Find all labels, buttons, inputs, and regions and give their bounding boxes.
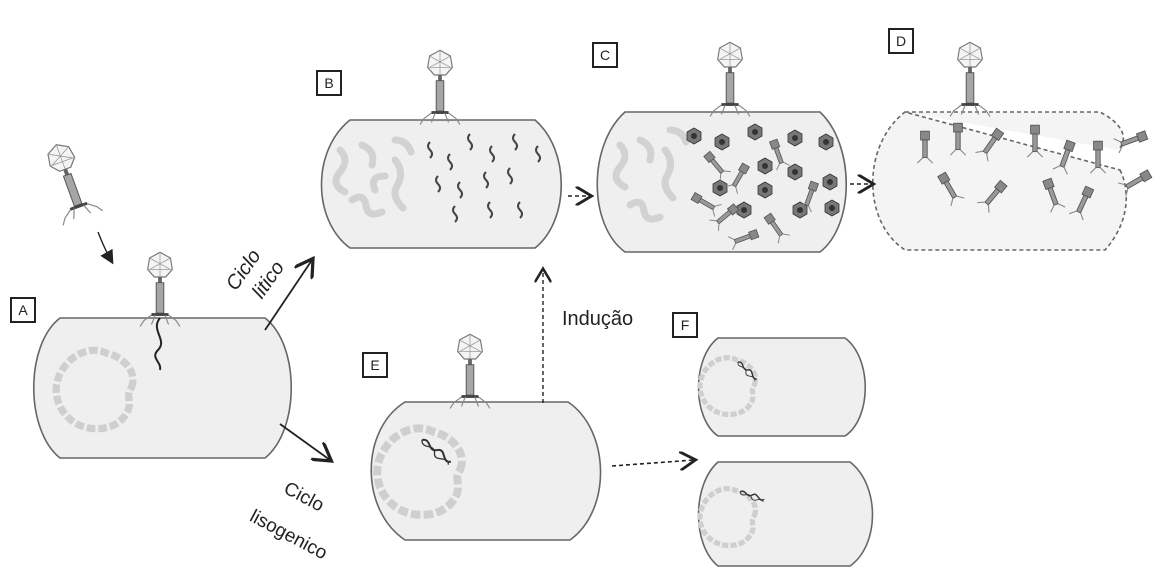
- phage-attached-d: [950, 42, 990, 116]
- cell-b: [322, 120, 562, 248]
- cell-a: [34, 318, 292, 458]
- arrow-e-to-f: [612, 460, 694, 466]
- cell-e: [371, 402, 600, 540]
- phage-attached-b: [420, 50, 460, 124]
- phage-attached-a: [140, 252, 180, 326]
- cell-d-lysed: [873, 112, 1154, 250]
- arrow-to-lysogenic: [280, 424, 330, 460]
- approach-arrow: [98, 232, 112, 262]
- label-a: A: [10, 297, 36, 323]
- label-c: C: [592, 42, 618, 68]
- phage-attached-e: [450, 334, 490, 408]
- cell-c: [597, 112, 846, 252]
- label-f: F: [672, 312, 698, 338]
- phage-attached-c: [710, 42, 750, 116]
- label-b: B: [316, 70, 342, 96]
- cell-f-bottom: [699, 462, 873, 566]
- induction-label: Indução: [562, 308, 633, 331]
- label-d: D: [888, 28, 914, 54]
- cell-f-top: [699, 338, 866, 436]
- phage-approaching: [37, 138, 103, 226]
- label-e: E: [362, 352, 388, 378]
